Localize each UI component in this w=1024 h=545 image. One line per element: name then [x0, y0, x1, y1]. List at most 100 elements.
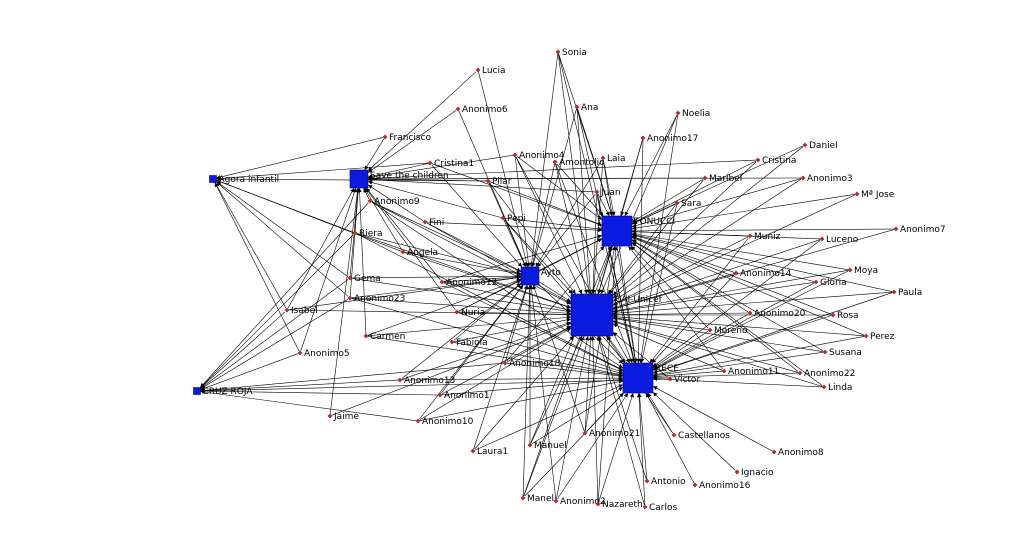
node-ignacio[interactable]: Ignacio [734, 468, 774, 478]
org-node-square[interactable] [209, 175, 217, 183]
person-node-diamond[interactable] [721, 368, 727, 374]
node-manuel[interactable]: Manuel [527, 441, 567, 451]
person-node-diamond[interactable] [707, 327, 713, 333]
node-carmen[interactable]: Carmen [363, 332, 406, 342]
person-node-diamond[interactable] [415, 418, 421, 424]
person-node-diamond[interactable] [702, 175, 708, 181]
node-anonimo13[interactable]: Anonimo13 [397, 376, 456, 386]
person-node-diamond[interactable] [439, 279, 445, 285]
node-anonimo10[interactable]: Anonimo10 [415, 417, 474, 427]
person-node-diamond[interactable] [422, 219, 428, 225]
node-angela[interactable]: Angela [400, 248, 438, 258]
person-node-diamond[interactable] [502, 360, 508, 366]
person-node-diamond[interactable] [692, 482, 698, 488]
person-node-diamond[interactable] [854, 191, 860, 197]
org-node-square[interactable] [193, 387, 201, 395]
person-node-diamond[interactable] [863, 333, 869, 339]
node-anonimo18[interactable]: Anonimo18 [502, 359, 561, 369]
node-muniz[interactable]: Muniz [747, 232, 781, 242]
node-anonimo16[interactable]: Anonimo16 [692, 481, 751, 491]
node-isabel[interactable]: Isabel [284, 306, 318, 316]
node-rece[interactable]: RECE [622, 362, 679, 394]
node-anonimo17[interactable]: Anonimo17 [640, 134, 699, 144]
node-anonimo7[interactable]: Anonimo7 [893, 225, 946, 235]
person-node-diamond[interactable] [475, 67, 481, 73]
person-node-diamond[interactable] [847, 267, 853, 273]
node-gema[interactable]: Gema [347, 274, 381, 284]
node-sara[interactable]: Sara [674, 199, 702, 209]
node-manel[interactable]: Manel [520, 494, 554, 504]
person-node-diamond[interactable] [800, 175, 806, 181]
person-node-diamond[interactable] [555, 49, 561, 55]
person-node-diamond[interactable] [595, 501, 601, 507]
node-ma_jose[interactable]: Mª Jose [854, 190, 895, 200]
node-laura1[interactable]: Laura1 [470, 447, 508, 457]
person-node-diamond[interactable] [642, 504, 648, 510]
person-node-diamond[interactable] [640, 135, 646, 141]
person-node-diamond[interactable] [552, 159, 558, 165]
node-nuria[interactable]: Nuria [454, 308, 485, 318]
node-anonimo3[interactable]: Anonimo3 [800, 174, 853, 184]
node-ayto[interactable]: Ayto [520, 266, 561, 286]
node-carlos[interactable]: Carlos [642, 503, 678, 513]
node-daniel[interactable]: Daniel [802, 141, 838, 151]
node-rosa[interactable]: Rosa [830, 311, 859, 321]
node-susana[interactable]: Susana [822, 348, 862, 358]
person-node-diamond[interactable] [674, 200, 680, 206]
node-anonimo12[interactable]: Anonimo12 [439, 278, 498, 288]
person-node-diamond[interactable] [813, 279, 819, 285]
person-node-diamond[interactable] [284, 307, 290, 313]
person-node-diamond[interactable] [454, 309, 460, 315]
person-node-diamond[interactable] [747, 233, 753, 239]
node-luceno[interactable]: Luceno [819, 235, 859, 245]
org-node-square[interactable] [520, 266, 540, 286]
person-node-diamond[interactable] [771, 449, 777, 455]
person-node-diamond[interactable] [512, 152, 518, 158]
person-node-diamond[interactable] [821, 384, 827, 390]
person-node-diamond[interactable] [400, 249, 406, 255]
person-node-diamond[interactable] [437, 392, 443, 398]
node-cai_unicef[interactable]: CAI-Unicef [570, 293, 663, 337]
person-node-diamond[interactable] [891, 289, 897, 295]
person-node-diamond[interactable] [822, 349, 828, 355]
person-node-diamond[interactable] [485, 178, 491, 184]
node-jaime[interactable]: Jaime [327, 412, 360, 422]
node-linda[interactable]: Linda [821, 383, 853, 393]
node-cristina[interactable]: Cristina [755, 156, 797, 166]
node-riera[interactable]: Riera [352, 229, 383, 239]
node-paula[interactable]: Paula [891, 288, 922, 298]
person-node-diamond[interactable] [675, 110, 681, 116]
node-anonimo5[interactable]: Anonimo5 [297, 349, 350, 359]
node-nazareth[interactable]: Nazareth [595, 500, 643, 510]
person-node-diamond[interactable] [797, 370, 803, 376]
person-node-diamond[interactable] [347, 275, 353, 281]
person-node-diamond[interactable] [500, 215, 506, 221]
node-perez[interactable]: Perez [863, 332, 895, 342]
node-fini[interactable]: Fini [422, 218, 444, 228]
person-node-diamond[interactable] [382, 134, 388, 140]
node-cristina1[interactable]: Cristina1 [427, 159, 474, 169]
node-moreno[interactable]: Moreno [707, 326, 748, 336]
node-cruz_roja[interactable]: CRUZ ROJA [193, 387, 254, 397]
node-anonimo21[interactable]: Anonimo21 [582, 429, 641, 439]
person-node-diamond[interactable] [553, 498, 559, 504]
node-anonimo23[interactable]: Anonimo23 [347, 294, 406, 304]
node-juan[interactable]: Juan [594, 188, 621, 198]
person-node-diamond[interactable] [733, 270, 739, 276]
node-agora_infantil[interactable]: Agora infantil [209, 175, 280, 185]
person-node-diamond[interactable] [755, 157, 761, 163]
node-save_the_children[interactable]: Save the children [349, 169, 449, 189]
person-node-diamond[interactable] [893, 226, 899, 232]
node-ana[interactable]: Ana [574, 103, 599, 113]
person-node-diamond[interactable] [347, 295, 353, 301]
person-node-diamond[interactable] [427, 160, 433, 166]
node-anonimo8[interactable]: Anonimo8 [771, 448, 824, 458]
node-fabiola[interactable]: Fabiola [449, 338, 488, 348]
node-gloria[interactable]: Gloria [813, 278, 847, 288]
node-anonimo20[interactable]: Anonimo20 [747, 309, 806, 319]
node-anonimo4[interactable]: Anonimo4 [512, 151, 565, 161]
person-node-diamond[interactable] [671, 432, 677, 438]
org-node-square[interactable] [349, 169, 369, 189]
node-lucia[interactable]: Lucia [475, 66, 506, 76]
node-sonia[interactable]: Sonia [555, 48, 587, 58]
